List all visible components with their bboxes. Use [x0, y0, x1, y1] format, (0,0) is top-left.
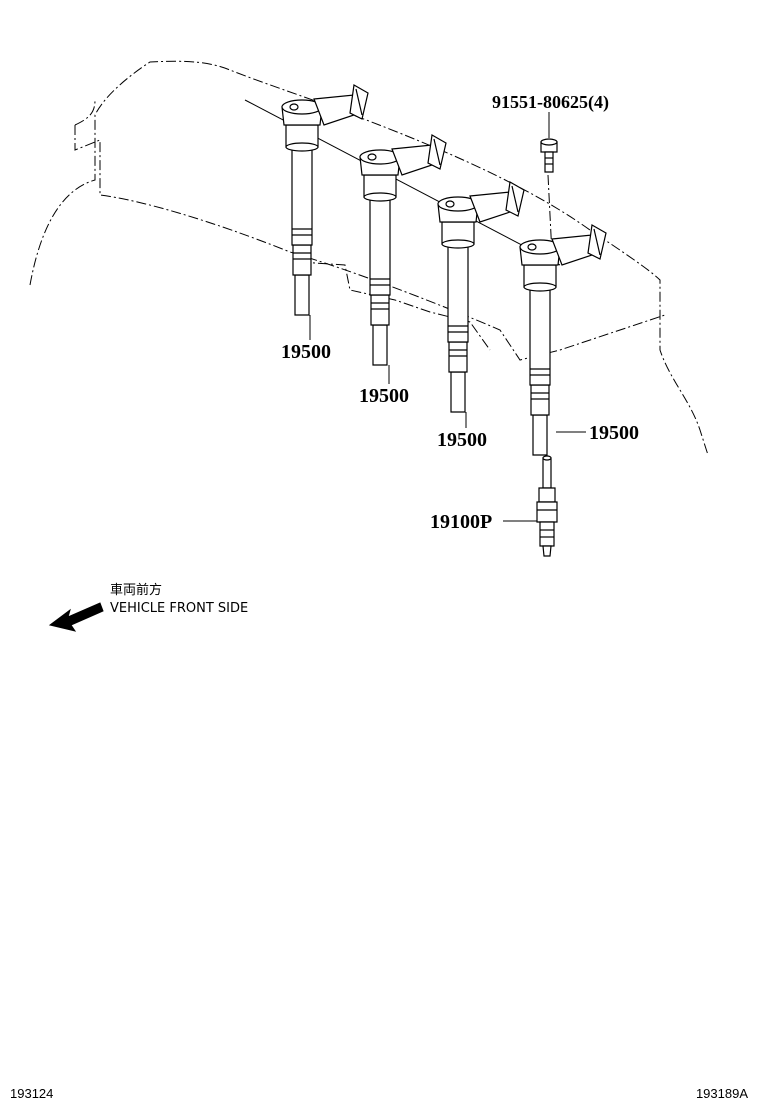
bolt-axis-line	[547, 174, 553, 256]
footer-right-code: 193189A	[696, 1086, 748, 1101]
bolt	[540, 138, 558, 173]
head-cover-line	[74, 99, 96, 126]
direction-label-en: VEHICLE FRONT SIDE	[110, 601, 248, 616]
coil-well-line	[299, 261, 491, 351]
ignition-coil-2	[359, 134, 447, 366]
footer-left-code: 193124	[10, 1086, 53, 1101]
label-coil-1: 19500	[281, 341, 331, 363]
ignition-coil-1	[281, 84, 369, 316]
direction-label-jp: 車両前方	[110, 582, 162, 598]
label-bolt: 91551-80625(4)	[492, 92, 609, 113]
ignition-coil-4	[519, 224, 607, 456]
label-coil-4: 19500	[589, 422, 639, 444]
label-coil-3: 19500	[437, 429, 487, 451]
ignition-coil-3	[437, 181, 525, 413]
spark-plug	[536, 455, 558, 557]
label-spark-plug: 19100P	[430, 511, 492, 533]
label-coil-2: 19500	[359, 385, 409, 407]
arrow-left-down-icon	[48, 602, 104, 632]
